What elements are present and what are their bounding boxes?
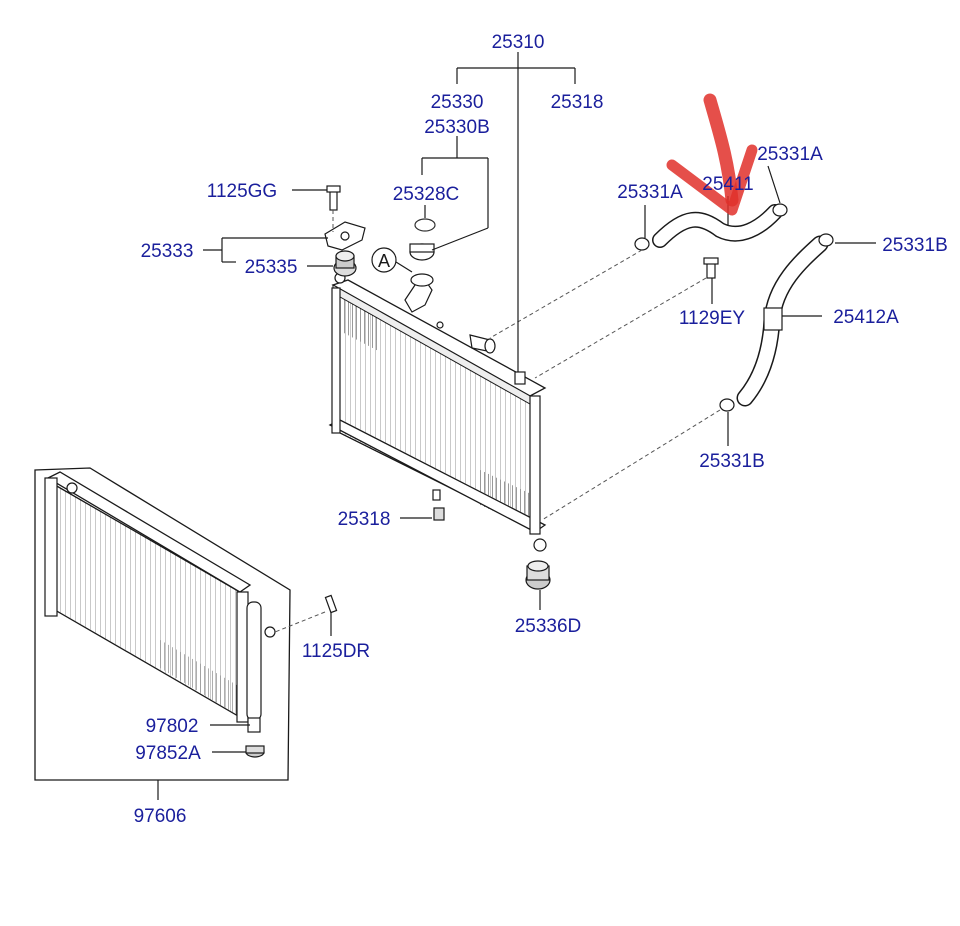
label-25333: 25333 — [141, 241, 194, 262]
red-arrow-icon — [666, 93, 758, 216]
label-25412A: 25412A — [833, 307, 899, 328]
condenser-top-rail — [46, 471, 252, 593]
radiator-assembly — [328, 272, 547, 552]
label-25331A-left: 25331A — [617, 182, 683, 203]
receiver-drier — [246, 601, 262, 721]
label-25330: 25330 — [431, 92, 484, 113]
callout-a-letter: A — [378, 251, 390, 271]
label-25335: 25335 — [245, 257, 298, 278]
label-25318-top: 25318 — [551, 92, 604, 113]
callout-a-circle — [371, 247, 397, 273]
label-25330B: 25330B — [424, 117, 490, 138]
radiator-core-shade-left — [338, 295, 380, 352]
label-1125GG: 1125GG — [207, 181, 277, 202]
leader-lines — [157, 52, 876, 800]
lower-mount-parts — [274, 257, 719, 633]
bolt-1125DR — [324, 594, 338, 614]
label-25411: 25411 — [702, 174, 753, 195]
label-25336D: 25336D — [515, 616, 582, 637]
label-25331B-bottom: 25331B — [699, 451, 765, 472]
condenser-core-shade — [160, 640, 245, 720]
label-25318-bottom: 25318 — [338, 509, 391, 530]
label-97606: 97606 — [134, 806, 187, 827]
part-number-labels: 25310 25330 25318 25330B 25328C 1125GG 2… — [134, 32, 948, 827]
label-97802: 97802 — [146, 716, 199, 737]
upper-mount-parts: A — [324, 185, 436, 277]
label-1125DR: 1125DR — [302, 641, 370, 662]
condenser-left-tank — [44, 477, 58, 617]
label-1129EY: 1129EY — [679, 308, 746, 329]
label-25331A-right: 25331A — [757, 144, 823, 165]
condenser-assembly — [34, 467, 291, 781]
label-97852A: 97852A — [135, 743, 201, 764]
bolt-1125GG — [329, 189, 338, 211]
upper-hose-25411 — [634, 203, 788, 251]
grommet-25318 — [433, 507, 445, 521]
condenser-right-tank — [236, 591, 249, 723]
label-25310: 25310 — [492, 32, 545, 53]
o-ring-25328C — [414, 218, 436, 232]
label-25331B-top: 25331B — [882, 235, 948, 256]
label-25328C: 25328C — [393, 184, 460, 205]
lower-hose-25412A — [719, 233, 834, 412]
condenser-frame-box — [34, 467, 291, 781]
